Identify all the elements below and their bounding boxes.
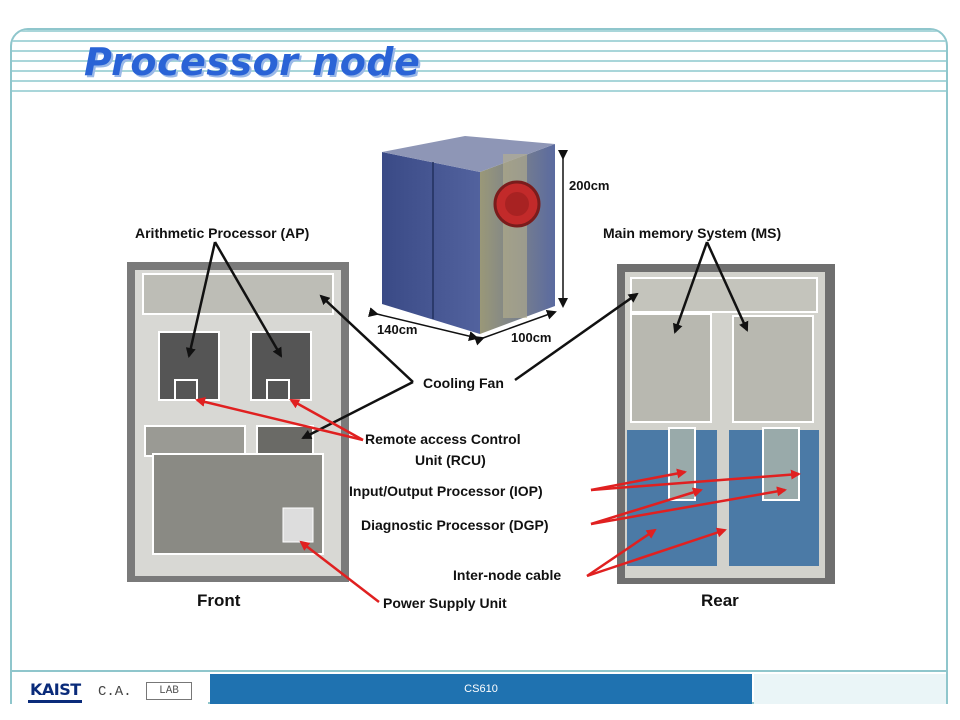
cabinet-3d bbox=[368, 136, 568, 346]
rear-cabinet-photo bbox=[617, 264, 835, 584]
label-inter-node-cable: Inter-node cable bbox=[453, 567, 561, 583]
slide-footer: KAIST C.A. LAB CS610 bbox=[12, 670, 946, 706]
label-cooling-fan: Cooling Fan bbox=[423, 375, 504, 391]
processor-node-diagram: 200cm 140cm 100cm bbox=[127, 136, 835, 611]
label-dgp: Diagnostic Processor (DGP) bbox=[361, 517, 549, 533]
calab-logo-text: C.A. bbox=[98, 684, 132, 700]
calab-logo-box: LAB bbox=[146, 682, 192, 700]
label-rcu-line1: Remote access Control bbox=[365, 431, 521, 447]
footer-logos: KAIST C.A. LAB bbox=[12, 674, 208, 706]
kaist-logo-underline bbox=[28, 700, 82, 703]
label-rcu-line2: Unit (RCU) bbox=[415, 452, 486, 468]
label-ms: Main memory System (MS) bbox=[603, 225, 781, 241]
kaist-logo: KAIST bbox=[30, 680, 81, 699]
label-iop: Input/Output Processor (IOP) bbox=[349, 483, 543, 499]
label-front: Front bbox=[197, 591, 241, 610]
label-power-supply-unit: Power Supply Unit bbox=[383, 595, 507, 611]
footer-right-panel bbox=[754, 674, 946, 704]
depth-label: 100cm bbox=[511, 330, 551, 345]
red-arrows bbox=[195, 397, 801, 603]
width-label: 140cm bbox=[377, 322, 417, 337]
height-label: 200cm bbox=[569, 178, 609, 193]
black-arrows bbox=[185, 241, 749, 440]
label-rear: Rear bbox=[701, 591, 739, 610]
page-title: Processor node bbox=[84, 40, 421, 84]
title-stripes bbox=[12, 30, 946, 102]
label-ap: Arithmetic Processor (AP) bbox=[135, 225, 309, 241]
footer-course: CS610 bbox=[210, 674, 752, 704]
front-cabinet-photo bbox=[127, 262, 349, 582]
